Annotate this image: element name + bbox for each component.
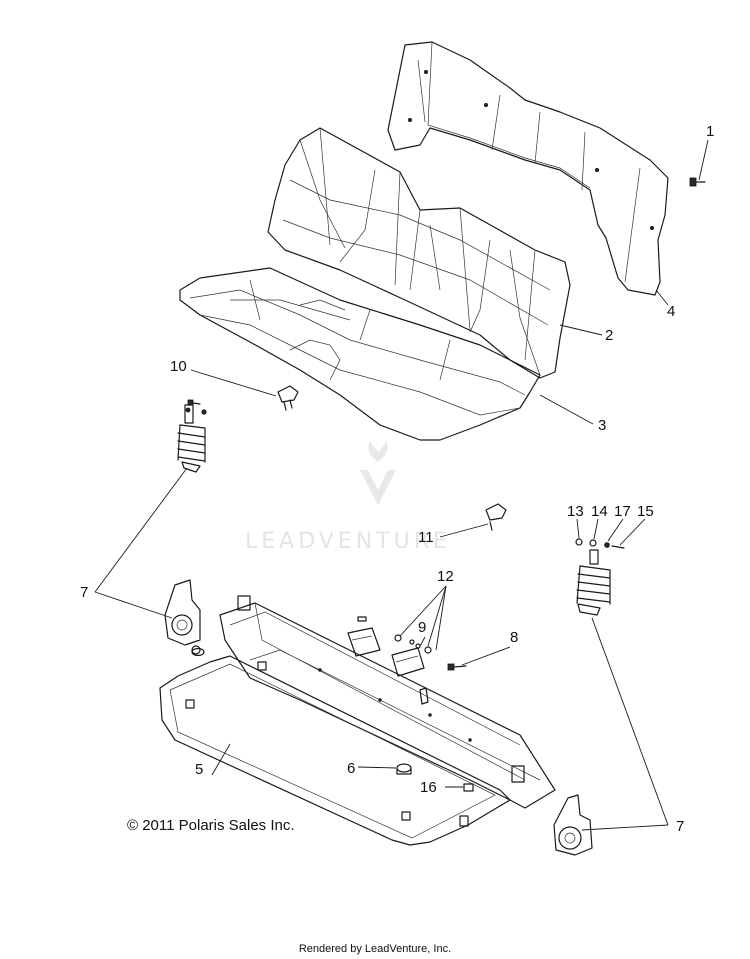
callout-6: 6 [347,760,355,777]
leader-lines [94,139,709,831]
callout-15: 15 [637,503,654,520]
callouts: 1 2 3 4 5 6 7 7 8 9 10 11 12 13 14 17 15… [80,123,714,835]
callout-13: 13 [567,503,584,520]
part-spring-right [575,538,625,616]
callout-11: 11 [418,529,434,546]
copyright-text: © 2011 Polaris Sales Inc. [127,817,295,834]
callout-12: 12 [437,568,454,585]
part-bolt-8 [447,663,467,671]
callout-5: 5 [195,761,203,778]
watermark-text: LEADVENTURE [245,529,451,554]
part-backrest-cushion [267,127,571,379]
callout-16: 16 [420,779,437,796]
callout-3: 3 [598,417,606,434]
part-bolt-1 [689,177,706,187]
part-backrest-panel [387,41,669,296]
part-seat-frame [219,595,556,809]
callout-8: 8 [510,629,518,646]
part-base-tray [159,655,511,846]
part-clip-10 [277,385,299,411]
callout-7-left: 7 [80,584,88,601]
part-latch-left [164,579,201,655]
part-seat-cushion [179,267,541,441]
part-clip-11 [485,503,507,531]
part-bolt-left-spring [187,399,201,406]
callout-17: 17 [614,503,631,520]
part-grommet-left [191,647,205,657]
watermark-logo: LEADVENTURE [245,440,451,554]
callout-10: 10 [170,358,187,375]
part-buckles [347,616,432,677]
part-nut-16 [463,783,474,792]
callout-9: 9 [418,619,426,636]
callout-4: 4 [667,303,675,320]
part-latch-right [553,794,593,856]
part-spring-left [177,404,207,473]
footer-text: Rendered by LeadVenture, Inc. [299,943,451,955]
part-grommet-6 [396,763,412,775]
callout-14: 14 [591,503,608,520]
callout-1: 1 [706,123,714,140]
callout-2: 2 [605,327,613,344]
callout-7-right: 7 [676,818,684,835]
